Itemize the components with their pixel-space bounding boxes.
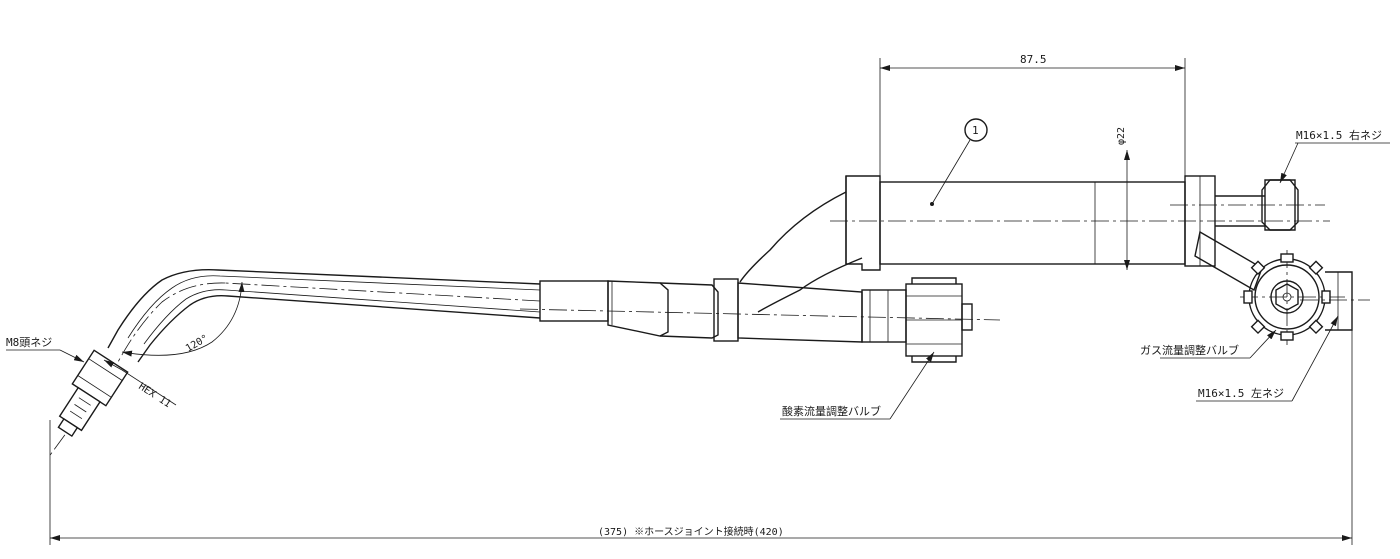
overall-length-label: (375) ※ホースジョイント接続時(420): [598, 525, 784, 538]
nozzle-tip: [57, 349, 129, 438]
right-end-cap: [1184, 175, 1216, 267]
callout-thread-left: M16×1.5 左ネジ: [1196, 315, 1339, 402]
thread-right-label: M16×1.5 右ネジ: [1296, 128, 1382, 142]
handle-grip: [519, 278, 1001, 343]
thread-left-label: M16×1.5 左ネジ: [1198, 387, 1284, 400]
overall-dimension: (375) ※ホースジョイント接続時(420): [49, 330, 1353, 545]
part-balloon: 1: [930, 118, 988, 206]
angle-dimension: 120°: [121, 281, 245, 357]
dimension-diameter: φ22: [1116, 127, 1130, 270]
main-cylinder: [830, 181, 1330, 265]
balloon-number: 1: [972, 124, 979, 137]
gas-valve-knurl: [1243, 253, 1331, 341]
hex-label: HEX 11: [136, 381, 172, 410]
right-thread-fitting: [1170, 179, 1325, 231]
gas-valve-label: ガス流量調整バルブ: [1140, 343, 1239, 357]
callout-thread-right: M16×1.5 右ネジ: [1279, 128, 1390, 184]
dim-dia-label: φ22: [1116, 127, 1127, 145]
callout-oxygen-valve: 酸素流量調整バルブ: [780, 351, 935, 420]
callout-gas-valve: ガス流量調整バルブ: [1140, 329, 1277, 359]
torch-tube: [47, 269, 541, 459]
angle-label: 120°: [184, 333, 210, 355]
dimension-87-5: 87.5: [879, 53, 1186, 176]
left-end-cap: [845, 175, 881, 271]
connecting-neck: [739, 191, 863, 313]
m8-thread-label: M8頭ネジ: [6, 336, 52, 349]
callout-m8-thread: M8頭ネジ: [6, 336, 85, 363]
oxygen-valve: [861, 277, 973, 363]
oxygen-valve-label: 酸素流量調整バルブ: [782, 404, 881, 418]
gas-valve: [1194, 230, 1370, 345]
dim-top-label: 87.5: [1020, 53, 1047, 66]
